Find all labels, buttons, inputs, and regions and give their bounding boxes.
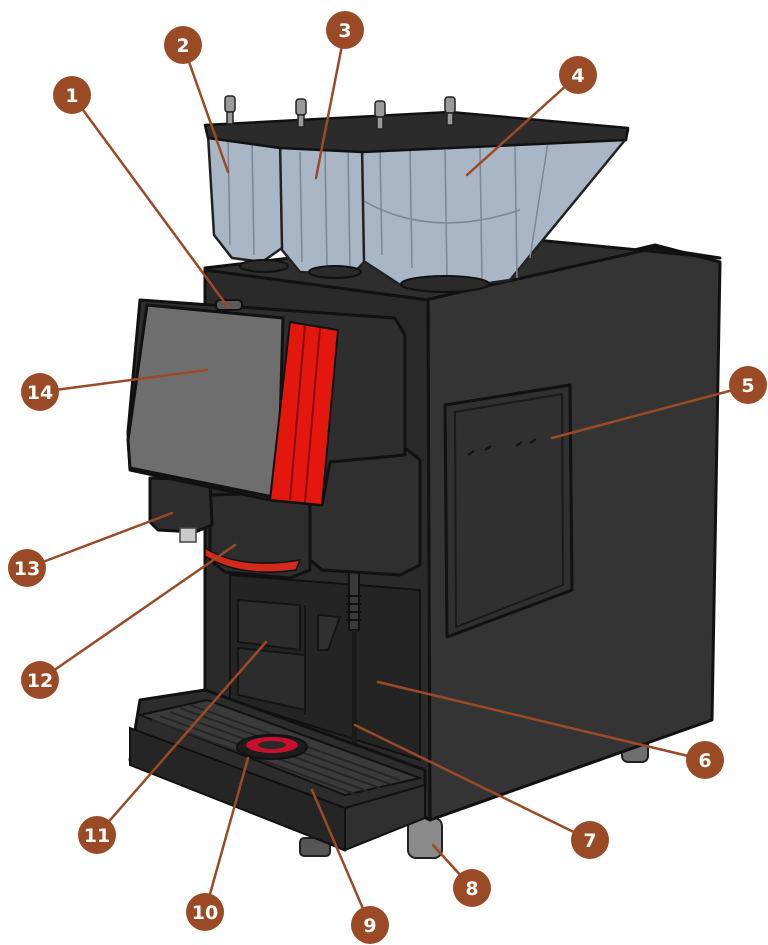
- leader-11: [95, 640, 268, 837]
- leader-3: [314, 28, 347, 180]
- svg-text:6: 6: [698, 750, 711, 772]
- red-accent-strip: [269, 321, 339, 506]
- leader-7: [353, 723, 592, 842]
- svg-text:2: 2: [176, 35, 189, 57]
- leader-1: [70, 93, 230, 309]
- svg-text:12: 12: [27, 670, 53, 692]
- bean-hoppers: [203, 95, 630, 293]
- callout-10: 10: [186, 893, 224, 931]
- callout-1: 1: [53, 76, 91, 114]
- callout-4: 4: [559, 56, 597, 94]
- callout-9: 9: [351, 906, 389, 944]
- hot-water-outlet: [148, 476, 214, 543]
- callout-6: 6: [686, 741, 724, 779]
- callout-13: 13: [8, 549, 46, 587]
- svg-text:7: 7: [583, 830, 596, 852]
- callout-5: 5: [729, 366, 767, 404]
- hopper-locks: [224, 95, 456, 130]
- hopper-lids: [203, 110, 630, 154]
- callout-14: 14: [21, 373, 59, 411]
- svg-text:1: 1: [65, 85, 78, 107]
- drip-tray: [128, 688, 427, 852]
- svg-text:14: 14: [27, 382, 53, 404]
- leader-5: [550, 383, 754, 440]
- coffee-outlet-lever: [204, 546, 302, 573]
- svg-text:9: 9: [363, 915, 376, 937]
- callout-badges: 1 2 3 4 5 6 7 8 9 10 11 12 13 14: [8, 11, 767, 944]
- svg-text:13: 13: [14, 558, 40, 580]
- dispensing-area: [229, 573, 421, 762]
- side-access-panel: [443, 383, 574, 639]
- cleaning-slot: [215, 299, 243, 311]
- leader-lines: [25, 28, 754, 927]
- svg-text:10: 10: [192, 902, 218, 924]
- svg-text:8: 8: [465, 878, 478, 900]
- svg-text:11: 11: [84, 825, 110, 847]
- callout-2: 2: [164, 26, 202, 64]
- leader-14: [38, 368, 209, 394]
- svg-text:4: 4: [571, 65, 584, 87]
- display-housing: [126, 298, 407, 507]
- touch-display: [126, 303, 285, 500]
- callout-11: 11: [78, 816, 116, 854]
- callout-7: 7: [571, 821, 609, 859]
- svg-text:5: 5: [741, 375, 754, 397]
- leader-4: [465, 73, 580, 177]
- svg-text:3: 3: [338, 20, 351, 42]
- leader-10: [203, 756, 250, 914]
- callout-3: 3: [326, 11, 364, 49]
- callout-8: 8: [453, 869, 491, 907]
- coffee-machine: [126, 95, 722, 859]
- leader-6: [376, 680, 707, 762]
- callout-12: 12: [21, 661, 59, 699]
- leader-13: [25, 511, 174, 570]
- leader-9: [310, 788, 372, 927]
- leader-2: [181, 43, 230, 174]
- leader-12: [38, 543, 237, 682]
- coffee-outlet-unit: [204, 446, 422, 580]
